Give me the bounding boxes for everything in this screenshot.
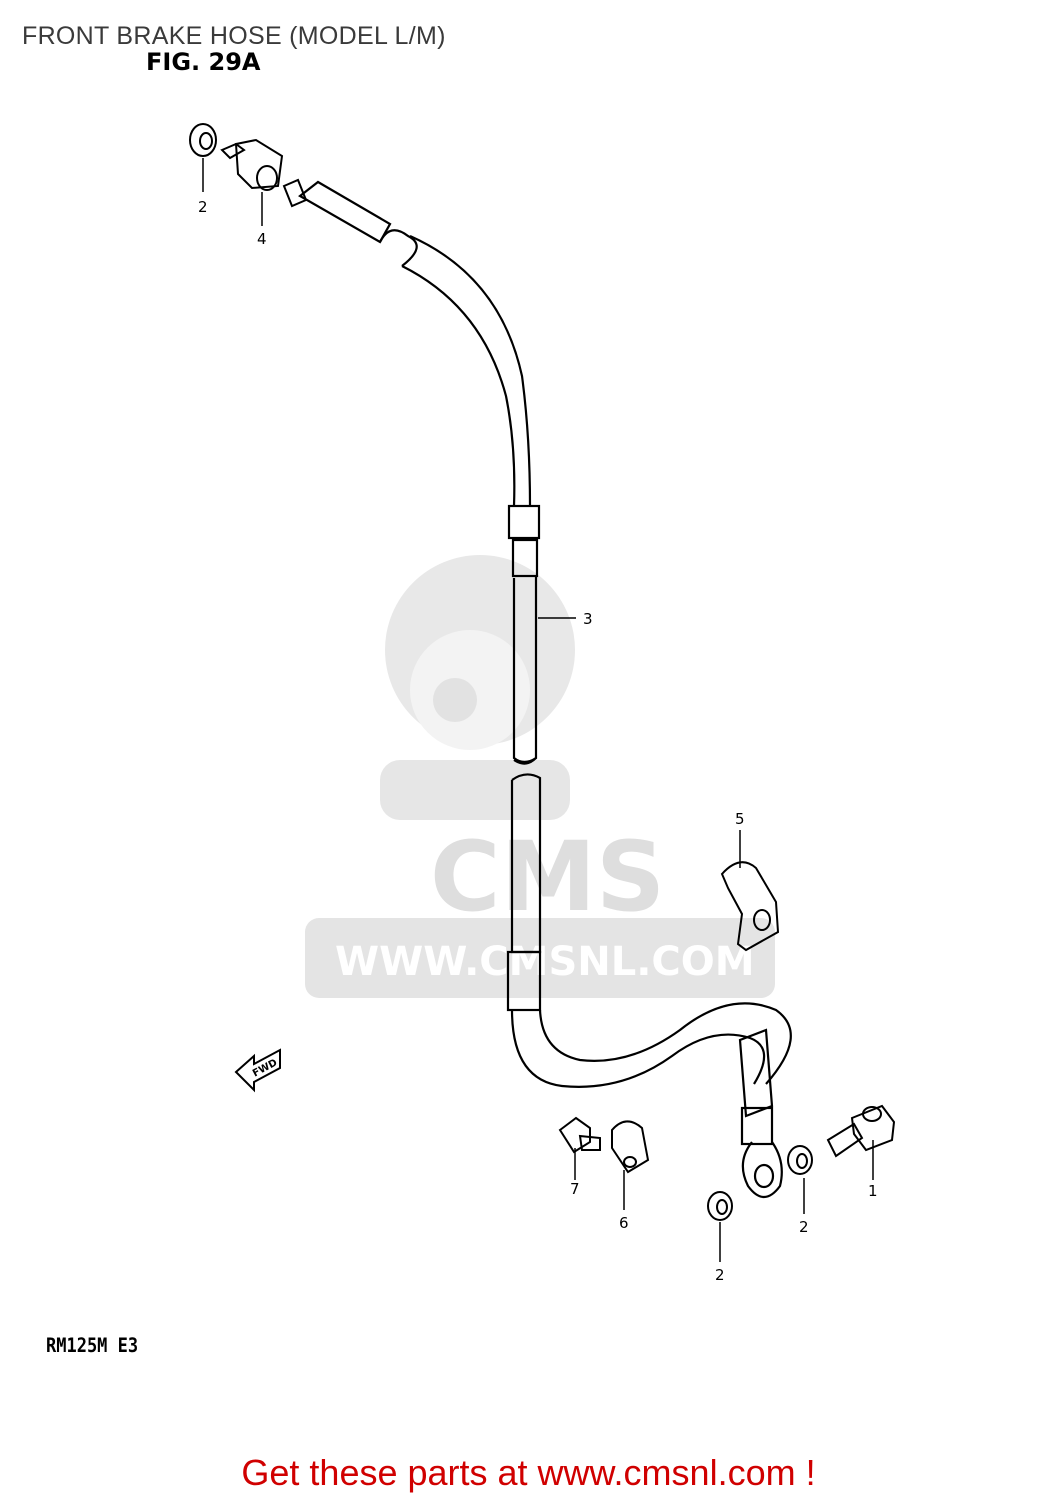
bolt-7-part [558,1116,601,1154]
callout-leaders [202,158,874,1262]
watermark-brand: CMS [430,821,665,933]
fwd-arrow-icon: FWD [234,1048,281,1093]
callout-3: 3 [583,610,593,628]
callout-6: 6 [619,1214,629,1232]
callout-2-top: 2 [198,198,208,216]
callout-2-bottom: 2 [715,1266,725,1284]
watermark-url: WWW.CMSNL.COM [335,939,755,985]
brake-hose-part [298,180,792,1199]
figure-label: FIG. 29A [146,48,261,76]
callout-numbers: 2 4 3 5 1 2 2 6 7 [198,198,878,1284]
model-code: RM125M E3 [46,1334,139,1358]
footer-link[interactable]: Get these parts at www.cmsnl.com ! [241,1452,816,1493]
upper-washer-part [189,123,217,157]
watermark-logo: CMS WWW.CMSNL.COM [305,555,775,998]
washer-lower-middle [707,1191,733,1221]
clamp-6-part [611,1120,650,1174]
callout-4: 4 [257,230,267,248]
page-title: FRONT BRAKE HOSE (MODEL L/M) [22,22,446,50]
callout-5: 5 [735,810,745,828]
washer-lower-right [787,1145,813,1175]
fitting-part [220,138,308,208]
footer-cta[interactable]: Get these parts at www.cmsnl.com ! [0,1452,1057,1494]
union-bolt-part [826,1104,896,1158]
callout-2-right: 2 [799,1218,809,1236]
callout-1: 1 [868,1182,878,1200]
clamp-5-part [720,861,780,952]
callout-7: 7 [570,1180,580,1198]
